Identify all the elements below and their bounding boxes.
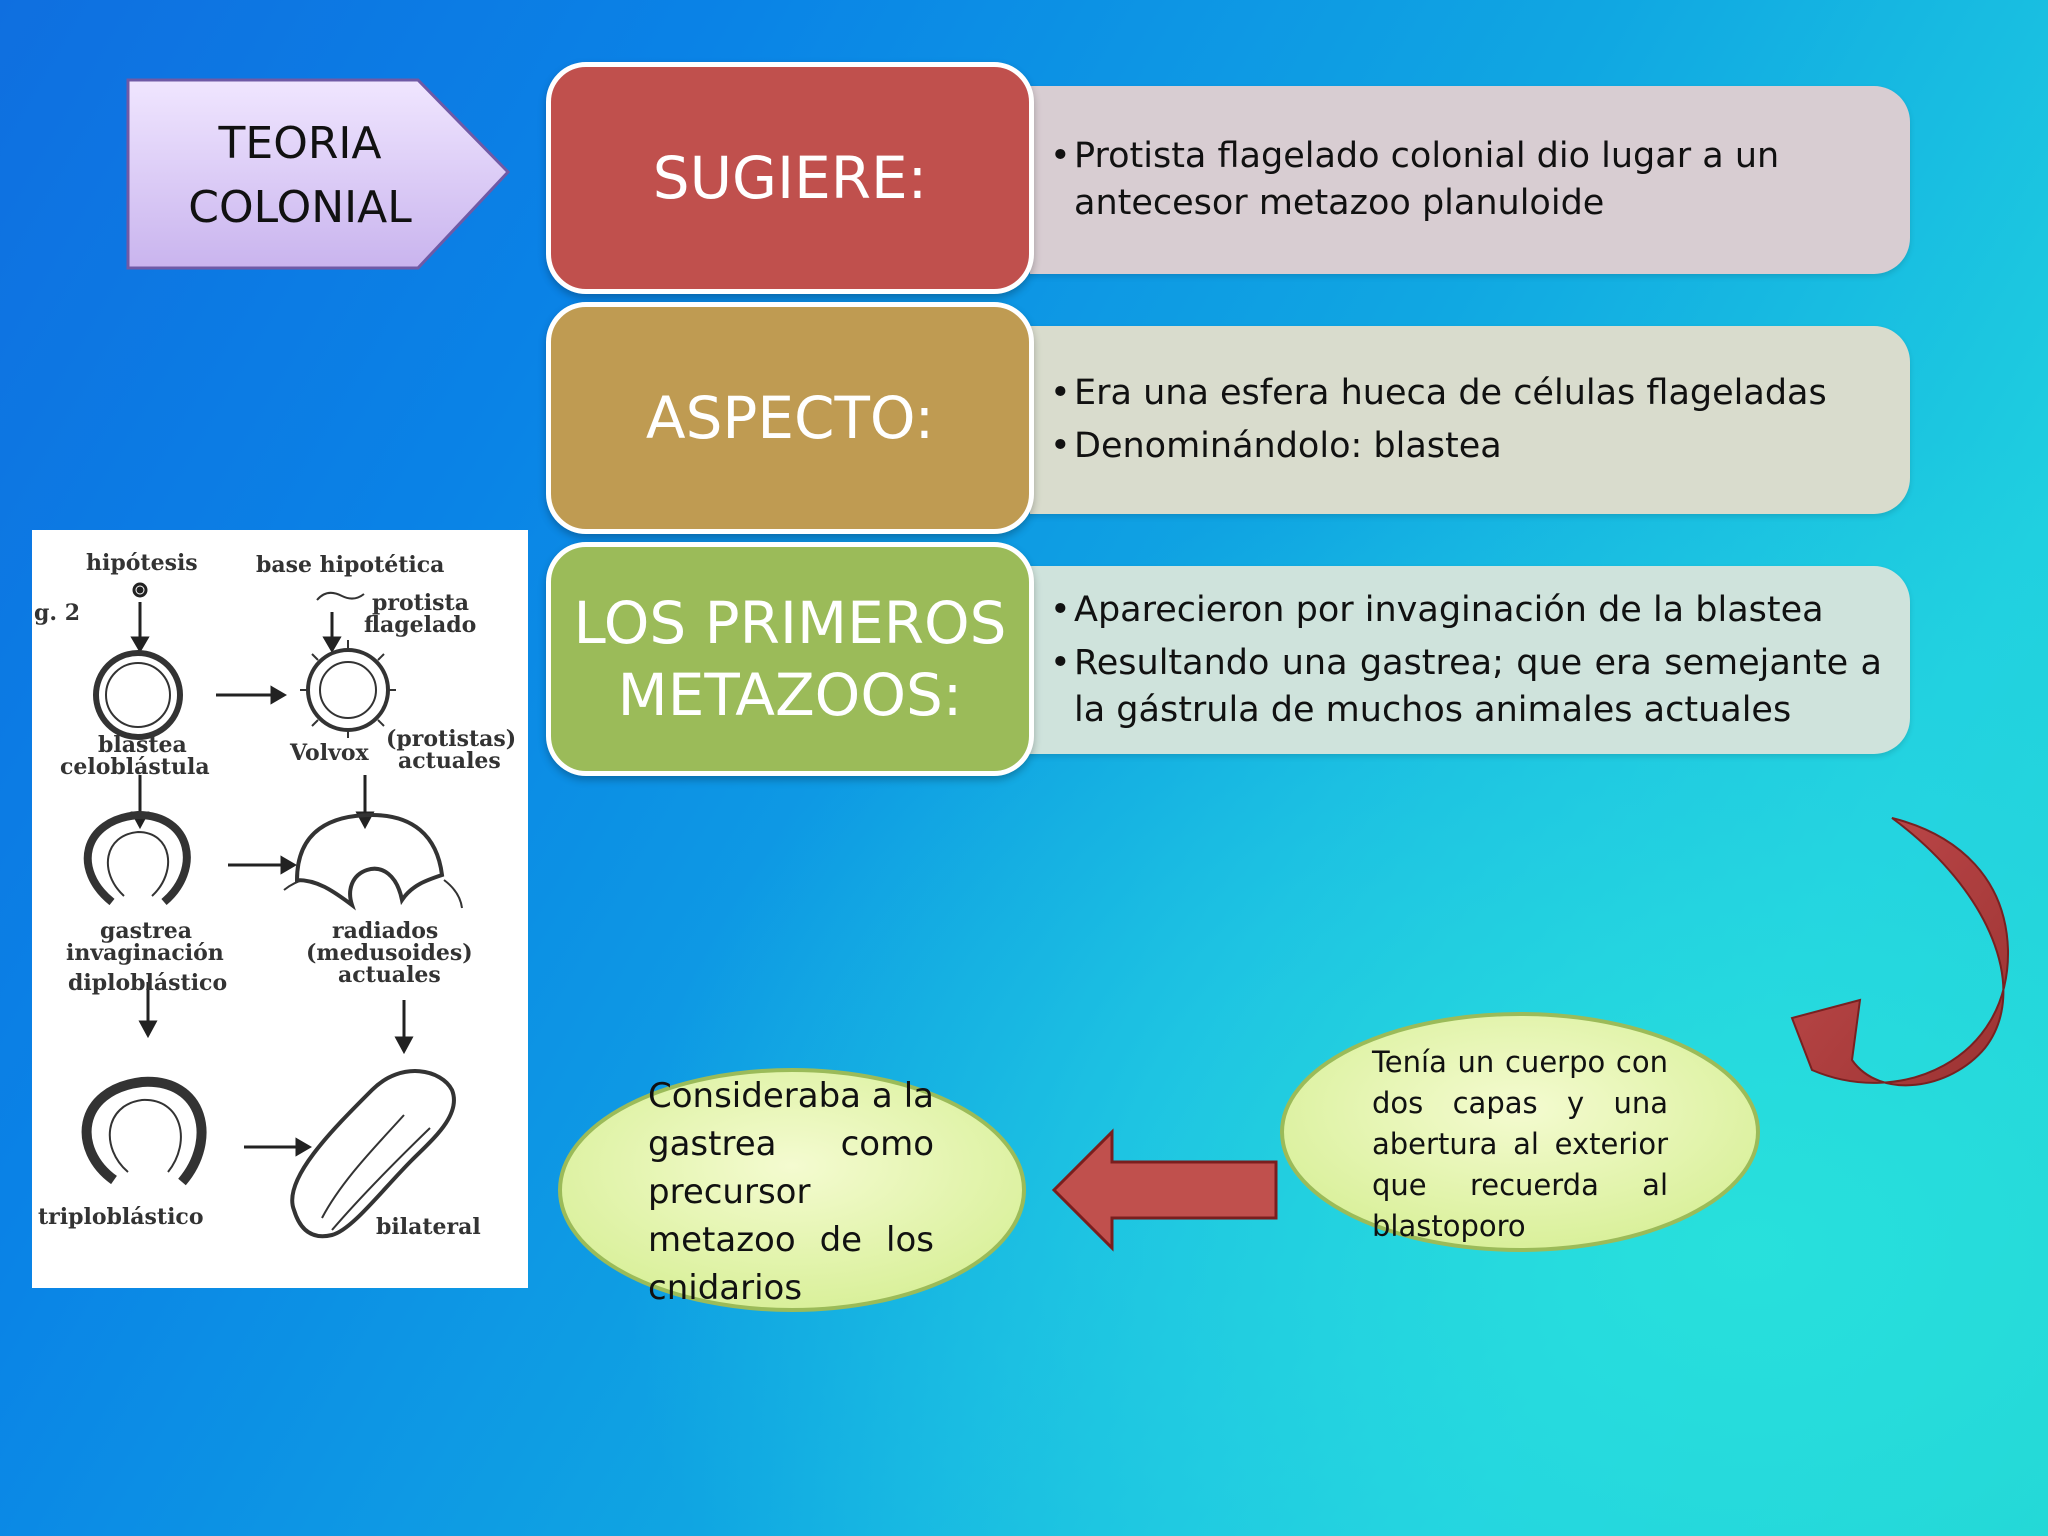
title-tag: TEORIA COLONIAL bbox=[150, 112, 450, 240]
bullet-item: • Aparecieron por invaginación de la bla… bbox=[1050, 587, 1882, 634]
evolution-figure: hipótesis base hipotética g. 2 protista … bbox=[32, 530, 528, 1288]
title-tag-line1: TEORIA bbox=[218, 118, 382, 169]
left-oval-shape bbox=[558, 1068, 1026, 1312]
row-sugiere-body: • Protista flagelado colonial dio lugar … bbox=[1030, 86, 1910, 274]
label-hipotesis: hipótesis bbox=[86, 550, 198, 576]
label-triploblastico: triploblástico bbox=[38, 1204, 204, 1230]
label-bilateral: bilateral bbox=[376, 1214, 481, 1240]
bullet-dot-icon: • bbox=[1050, 136, 1071, 176]
bullet-dot-icon: • bbox=[1050, 373, 1071, 413]
figure-drawing bbox=[81, 582, 463, 1239]
right-oval-shape bbox=[1280, 1012, 1760, 1252]
label-protista: protista bbox=[372, 590, 469, 616]
bullet-item: • Resultando una gastrea; que era semeja… bbox=[1050, 640, 1882, 734]
curved-arrow-shape bbox=[1790, 817, 2010, 1087]
label-blastea: blastea bbox=[98, 732, 187, 758]
label-radiados: radiados bbox=[332, 918, 439, 944]
label-base: base hipotética bbox=[256, 552, 445, 578]
bullet-dot-icon: • bbox=[1050, 426, 1071, 466]
label-fig: g. 2 bbox=[34, 600, 81, 626]
bullet-text: Aparecieron por invaginación de la blast… bbox=[1074, 589, 1824, 630]
row-aspecto-body: • Era una esfera hueca de células flagel… bbox=[1030, 326, 1910, 514]
label-invaginacion: invaginación bbox=[66, 940, 224, 966]
heading-line1: LOS PRIMEROS bbox=[573, 589, 1007, 657]
bullet-item: • Era una esfera hueca de células flagel… bbox=[1050, 370, 1882, 417]
label-actuales-1: actuales bbox=[398, 748, 501, 774]
row-sugiere-heading: SUGIERE: bbox=[546, 62, 1034, 294]
bullet-text: Resultando una gastrea; que era semejant… bbox=[1074, 642, 1882, 730]
bullet-dot-icon: • bbox=[1050, 642, 1071, 683]
left-oval-text: Consideraba a la gastrea como precursor … bbox=[648, 1076, 934, 1308]
heading-text: SUGIERE: bbox=[652, 144, 928, 212]
label-volvox: Volvox bbox=[290, 740, 369, 766]
label-actuales-2: actuales bbox=[338, 962, 441, 988]
row-metazoos-heading: LOS PRIMEROS METAZOOS: bbox=[546, 542, 1034, 776]
bullet-text: Era una esfera hueca de células flagelad… bbox=[1074, 373, 1827, 413]
bullet-dot-icon: • bbox=[1050, 589, 1071, 630]
heading-text: ASPECTO: bbox=[645, 384, 935, 452]
label-flagelado: flagelado bbox=[364, 612, 477, 638]
label-gastrea: gastrea bbox=[100, 918, 193, 944]
row-metazoos-body: • Aparecieron por invaginación de la bla… bbox=[1030, 566, 1910, 754]
row-aspecto-heading: ASPECTO: bbox=[546, 302, 1034, 534]
label-medusoides: (medusoides) bbox=[306, 940, 473, 966]
label-diploblastico: diploblástico bbox=[68, 970, 228, 996]
bullet-text: Denominándolo: blastea bbox=[1074, 426, 1502, 466]
bullet-text: Protista flagelado colonial dio lugar a … bbox=[1074, 136, 1780, 223]
right-oval-text: Tenía un cuerpo con dos capas y una aber… bbox=[1372, 1045, 1668, 1243]
heading-line2: METAZOOS: bbox=[617, 661, 963, 729]
label-protistas: (protistas) bbox=[386, 726, 517, 752]
left-arrow-shape bbox=[1051, 1128, 1278, 1252]
bullet-item: • Denominándolo: blastea bbox=[1050, 423, 1882, 470]
label-celoblastula: celoblástula bbox=[60, 754, 210, 780]
title-tag-shape bbox=[126, 78, 511, 270]
bullet-item: • Protista flagelado colonial dio lugar … bbox=[1050, 133, 1882, 227]
title-tag-line2: COLONIAL bbox=[188, 182, 412, 233]
